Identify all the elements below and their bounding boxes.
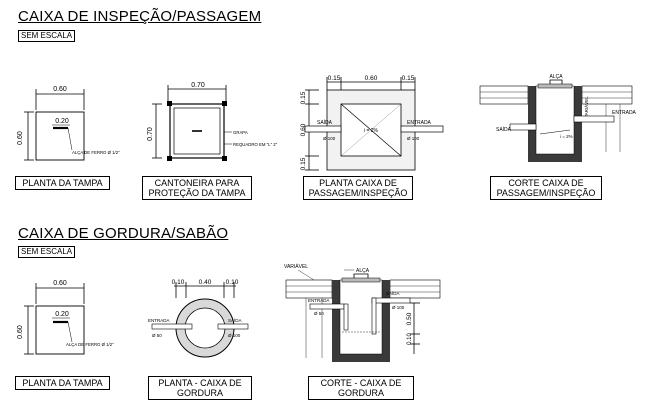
drawing-planta-caixa-passagem: 0.15 0.60 0.15 0.15 0.60 0.15 i = 2% SAÍ… (300, 75, 444, 171)
lid-outline (35, 111, 85, 161)
dim-width: 0.60 (365, 75, 378, 82)
pipe-inlet (573, 115, 615, 123)
drawing-cantoneira: 0.70 0.70 GRAPA REQUADRO EM "L" 2" (147, 82, 278, 161)
tank-floor (332, 354, 390, 362)
pipe-inlet (400, 125, 444, 133)
frame-outer (169, 103, 225, 159)
variable-label: VARIÁVEL (583, 96, 589, 118)
scale-note-1: SEM ESCALA (18, 30, 76, 42)
pipe-outlet (304, 125, 342, 133)
note-requadro: REQUADRO EM "L" 2" (233, 142, 278, 147)
pipe-outlet (371, 297, 411, 304)
dim-height: 0.60 (17, 325, 24, 339)
dim-width: 0.70 (191, 82, 205, 89)
handle (353, 273, 369, 278)
wall-left (332, 280, 340, 362)
drawing-planta-tampa-1: 0.60 0.60 0.20 ALÇA DE FERRO Ø 1/2" (17, 86, 120, 161)
dim-height-10: 0.10 (407, 333, 413, 345)
pipe-outlet (217, 323, 249, 330)
slope-label: i = 2% (560, 134, 573, 139)
dim-wall-right: 0.15 (402, 75, 415, 82)
caption-planta-tampa-1: PLANTA DA TAMPA (15, 176, 110, 190)
drawing-corte-caixa-gordura: VARIÁVEL ALÇA SAÍDA Ø 100 ENTRADA Ø 50 0… (284, 263, 441, 362)
section-title-gordura: CAIXA DE GORDURA/SABÃO (18, 225, 229, 242)
pipe-inlet (309, 303, 345, 310)
caption-planta-tampa-2: PLANTA DA TAMPA (15, 376, 110, 390)
frame-inner (173, 107, 221, 155)
dim-width: 0.60 (53, 280, 67, 287)
inlet-label: ENTRADA (308, 298, 330, 303)
variable-label: VARIÁVEL (284, 263, 308, 270)
dim-wall-left: 0.10 (172, 279, 185, 286)
inlet-diameter: Ø 50 (314, 311, 324, 316)
outlet-label: SAÍDA (317, 119, 333, 126)
inlet-label: ENTRADA (407, 120, 432, 126)
handle-note: ALÇA DE FERRO Ø 1/2" (66, 342, 114, 347)
inlet-diameter: Ø 50 (152, 333, 162, 338)
handle-note: ALÇA DE FERRO Ø 1/2" (72, 150, 120, 155)
dim-width: 0.40 (199, 279, 212, 286)
handle-label: ALÇA (356, 268, 370, 274)
dim-inner: 0.20 (55, 311, 69, 318)
dim-wall-left: 0.15 (328, 75, 341, 82)
note-grapa: GRAPA (233, 130, 248, 135)
inlet-label: ENTRADA (612, 110, 637, 116)
wall-right (382, 280, 390, 362)
drawing-planta-caixa-gordura: 0.10 0.40 0.10 ENTRADA Ø 50 SAÍDA Ø 100 (148, 279, 249, 358)
dim-height: 0.70 (147, 127, 154, 141)
dim-height: 0.60 (17, 131, 24, 145)
pipe-inlet (151, 323, 193, 330)
dim-width: 0.60 (53, 86, 67, 93)
lid (537, 83, 573, 89)
dim-vheight: 0.60 (300, 123, 307, 136)
box-floor (528, 154, 582, 162)
wall-right (574, 86, 582, 162)
scale-note-2: SEM ESCALA (18, 246, 76, 258)
slope-label: i = 2% (364, 128, 379, 134)
inlet-diameter: Ø 100 (407, 136, 420, 141)
dim-inner: 0.20 (55, 118, 69, 125)
drawing-corte-caixa-passagem: ALÇA VARIÁVEL SAÍDA ENTRADA i = 2% (479, 74, 637, 162)
dim-height-50: 0.50 (406, 312, 413, 325)
outlet-diameter: Ø 100 (392, 305, 405, 310)
dim-vwall-bottom: 0.15 (300, 157, 307, 170)
outlet-diameter: Ø 100 (228, 333, 241, 338)
inlet-label: ENTRADA (148, 318, 170, 323)
handle (549, 79, 563, 84)
section-title-inspecao: CAIXA DE INSPEÇÃO/PASSAGEM (18, 8, 262, 25)
outlet-diameter: Ø 100 (323, 136, 336, 141)
drawing-planta-tampa-2: 0.60 0.60 0.20 ALÇA DE FERRO Ø 1/2" (17, 280, 114, 355)
outlet-label: SAÍDA (228, 317, 242, 323)
dim-wall-right: 0.10 (226, 279, 239, 286)
pipe-outlet (509, 123, 537, 131)
dim-vwall-top: 0.15 (300, 91, 307, 104)
outlet-label: SAÍDA (496, 126, 512, 133)
lid (341, 277, 381, 283)
lid-outline (35, 305, 85, 355)
handle-label: ALÇA (549, 74, 563, 80)
outlet-label: SAÍDA (386, 290, 400, 296)
